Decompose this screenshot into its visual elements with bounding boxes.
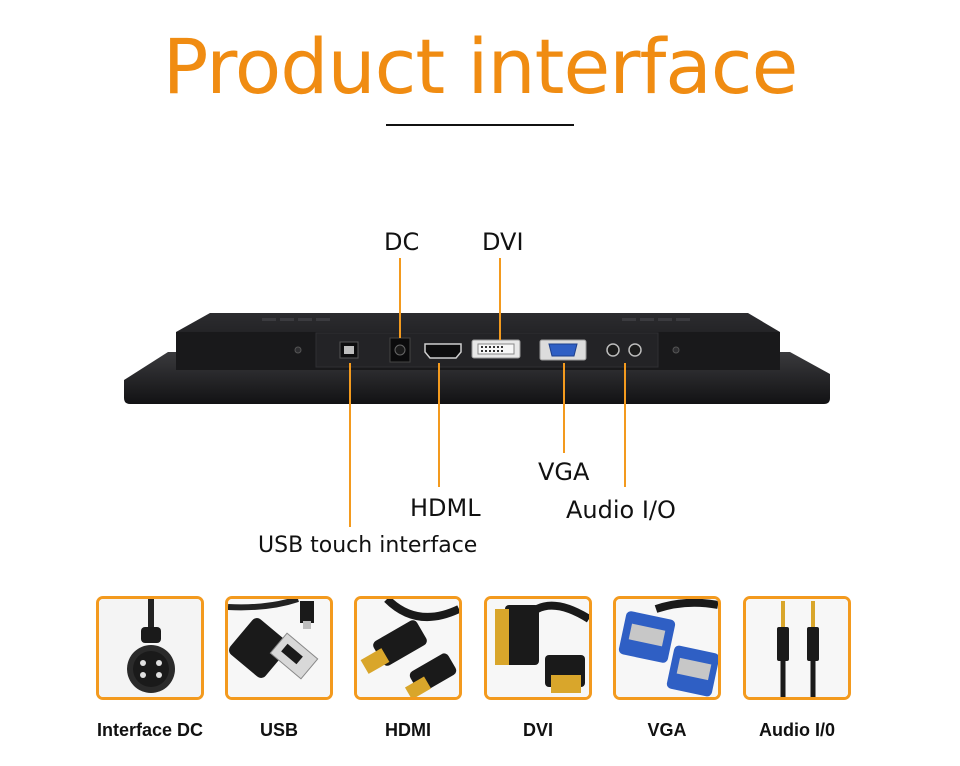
vga-cable-icon [616, 599, 718, 697]
tile-label-dvi: DVI [522, 720, 553, 740]
callout-hdmi: HDML [410, 494, 481, 522]
usb-leader-line [349, 363, 351, 527]
audio-jack-1 [606, 343, 620, 357]
callout-dvi: DVI [482, 228, 524, 256]
tile-dvi-cable [484, 596, 592, 700]
audio-cable-icon [746, 599, 848, 697]
tile-label-usb: USB [259, 720, 298, 740]
dc-leader-line [399, 258, 401, 338]
monitor-back-panel [124, 313, 830, 404]
dvi-cable-icon [487, 599, 589, 697]
page-title: Product interface [162, 22, 799, 111]
callout-vga: VGA [538, 458, 590, 486]
vga-leader-line [563, 363, 565, 453]
callout-usb: USB touch interface [258, 533, 478, 558]
tile-usb-cable [225, 596, 333, 700]
tile-dc-connector [96, 596, 204, 700]
audio-leader-line [624, 363, 626, 487]
title-underline [386, 124, 574, 126]
tile-label-dc: Interface DC [96, 720, 204, 740]
hdmi-leader-line [438, 363, 440, 487]
audio-jack-2 [628, 343, 642, 357]
tile-vga-cable [613, 596, 721, 700]
tile-label-audio: Audio I/0 [759, 720, 835, 740]
callout-dc: DC [384, 228, 420, 256]
tile-label-vga: VGA [647, 720, 687, 740]
callout-audio: Audio I/O [566, 496, 676, 524]
tile-audio-cable [743, 596, 851, 700]
hdmi-port [424, 343, 462, 359]
tile-label-hdmi: HDMI [385, 720, 431, 740]
dvi-leader-line [499, 258, 501, 340]
tile-hdmi-cable [354, 596, 462, 700]
usb-cable-icon [228, 599, 330, 697]
dc-connector-icon [99, 599, 201, 697]
hdmi-cable-icon [357, 599, 459, 697]
